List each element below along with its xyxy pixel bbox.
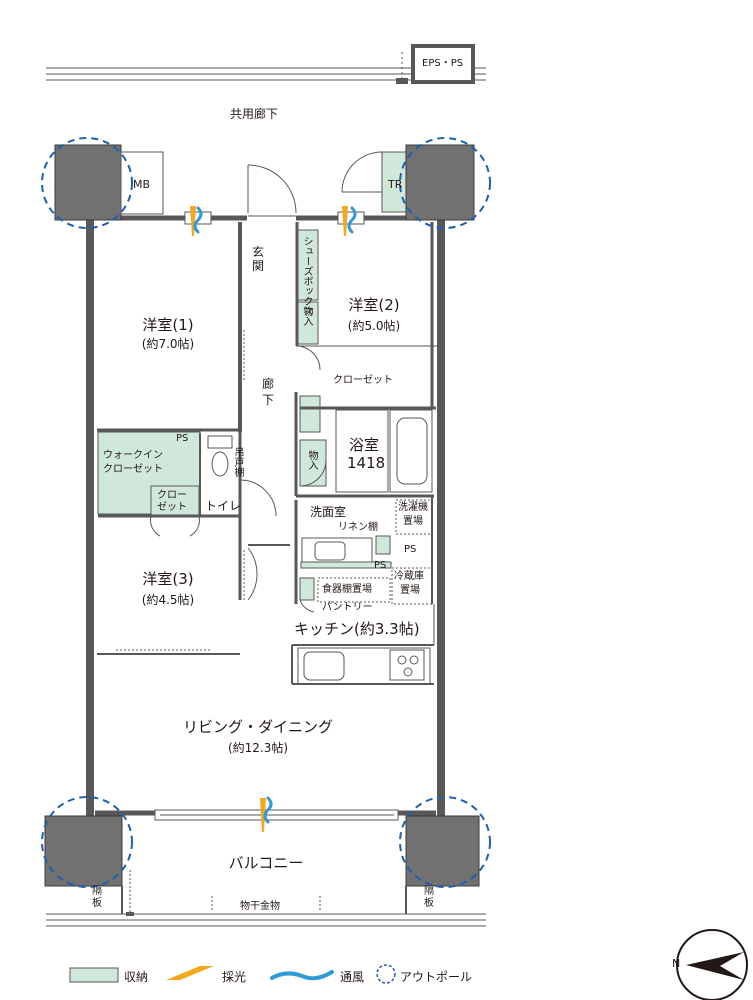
eps-ps-label: EPS・PS	[422, 58, 464, 69]
sliding-doors	[116, 330, 245, 651]
hallway-label: 廊下	[262, 377, 275, 407]
ps-label-1: PS	[176, 433, 189, 444]
shoes-box-label: シューズボックス	[301, 236, 312, 316]
balcony-rail	[46, 886, 486, 927]
living-size: (約12.3帖)	[227, 741, 289, 755]
legend-swatches	[69, 964, 396, 984]
walkin-closet-label-1: ウォークイン	[103, 450, 163, 461]
hanging-shelf-label: 吊戸棚	[232, 447, 243, 477]
partition-right-label: 隔板	[424, 886, 434, 909]
fridge-label-1: 冷蔵庫	[394, 571, 424, 582]
tr-label: TR	[388, 178, 403, 191]
compass-north-label: N	[672, 957, 681, 970]
washer-label-2: 置場	[403, 516, 423, 527]
legend-storage-swatch	[69, 967, 119, 983]
room2-label: 洋室(2)	[348, 296, 400, 314]
wash-fixtures	[301, 499, 433, 605]
washroom-label: 洗面室	[310, 505, 347, 519]
living-label: リビング・ダイニング	[182, 718, 334, 736]
legend-outpole-icon	[376, 964, 396, 984]
ps-label-3: PS	[374, 560, 387, 571]
partition-left-label: 隔板	[92, 886, 102, 909]
mb-box	[120, 151, 164, 215]
ps-label-2: PS	[404, 544, 417, 555]
common-corridor-label: 共用廊下	[230, 107, 279, 121]
washer-label-1: 洗濯機	[398, 502, 428, 513]
airflow-marks	[193, 206, 357, 824]
toilet-label: トイレ	[205, 499, 242, 513]
kitchen-label: キッチン(約3.3帖)	[294, 620, 420, 638]
linen-shelf-label: リネン棚	[338, 522, 378, 533]
bath-size: 1418	[347, 454, 386, 472]
balcony-label: バルコニー	[228, 854, 304, 872]
daylight-marks	[190, 206, 348, 832]
small-closet-label-1: クロー	[157, 490, 187, 501]
eps-ps-box	[411, 44, 475, 84]
room3-label: 洋室(3)	[142, 570, 194, 588]
room1-label: 洋室(1)	[142, 316, 194, 334]
dish-shelf-label: 食器棚置場	[322, 584, 372, 595]
mb-label: MB	[133, 178, 151, 191]
fridge-label-2: 置場	[400, 585, 420, 596]
walkin-closet-label-2: クローゼット	[103, 464, 163, 475]
legend-wind-icon	[270, 970, 334, 981]
storage2-label: 物入	[306, 450, 317, 470]
legend-light-icon	[166, 966, 214, 980]
entrance-label: 玄関	[252, 245, 265, 273]
closet-label: クローゼット	[333, 375, 393, 386]
storage-label: 物入	[301, 306, 312, 326]
compass-icon	[676, 929, 748, 1000]
doors	[150, 151, 383, 613]
laundry-hardware-label: 物干金物	[240, 901, 280, 912]
small-closet-label-2: ゼット	[157, 502, 187, 513]
pillars	[44, 144, 480, 887]
walls	[86, 215, 445, 820]
room3-size: (約4.5帖)	[141, 593, 195, 607]
room1-size: (約7.0帖)	[141, 337, 195, 351]
outpole-circles	[41, 137, 491, 888]
toilet-fixture	[207, 435, 233, 477]
room2-size: (約5.0帖)	[347, 319, 401, 333]
pantry-label: パントリー	[322, 602, 373, 613]
bath-label: 浴室	[349, 436, 380, 454]
kitchen-counter	[297, 647, 431, 685]
bathtub	[335, 409, 433, 493]
